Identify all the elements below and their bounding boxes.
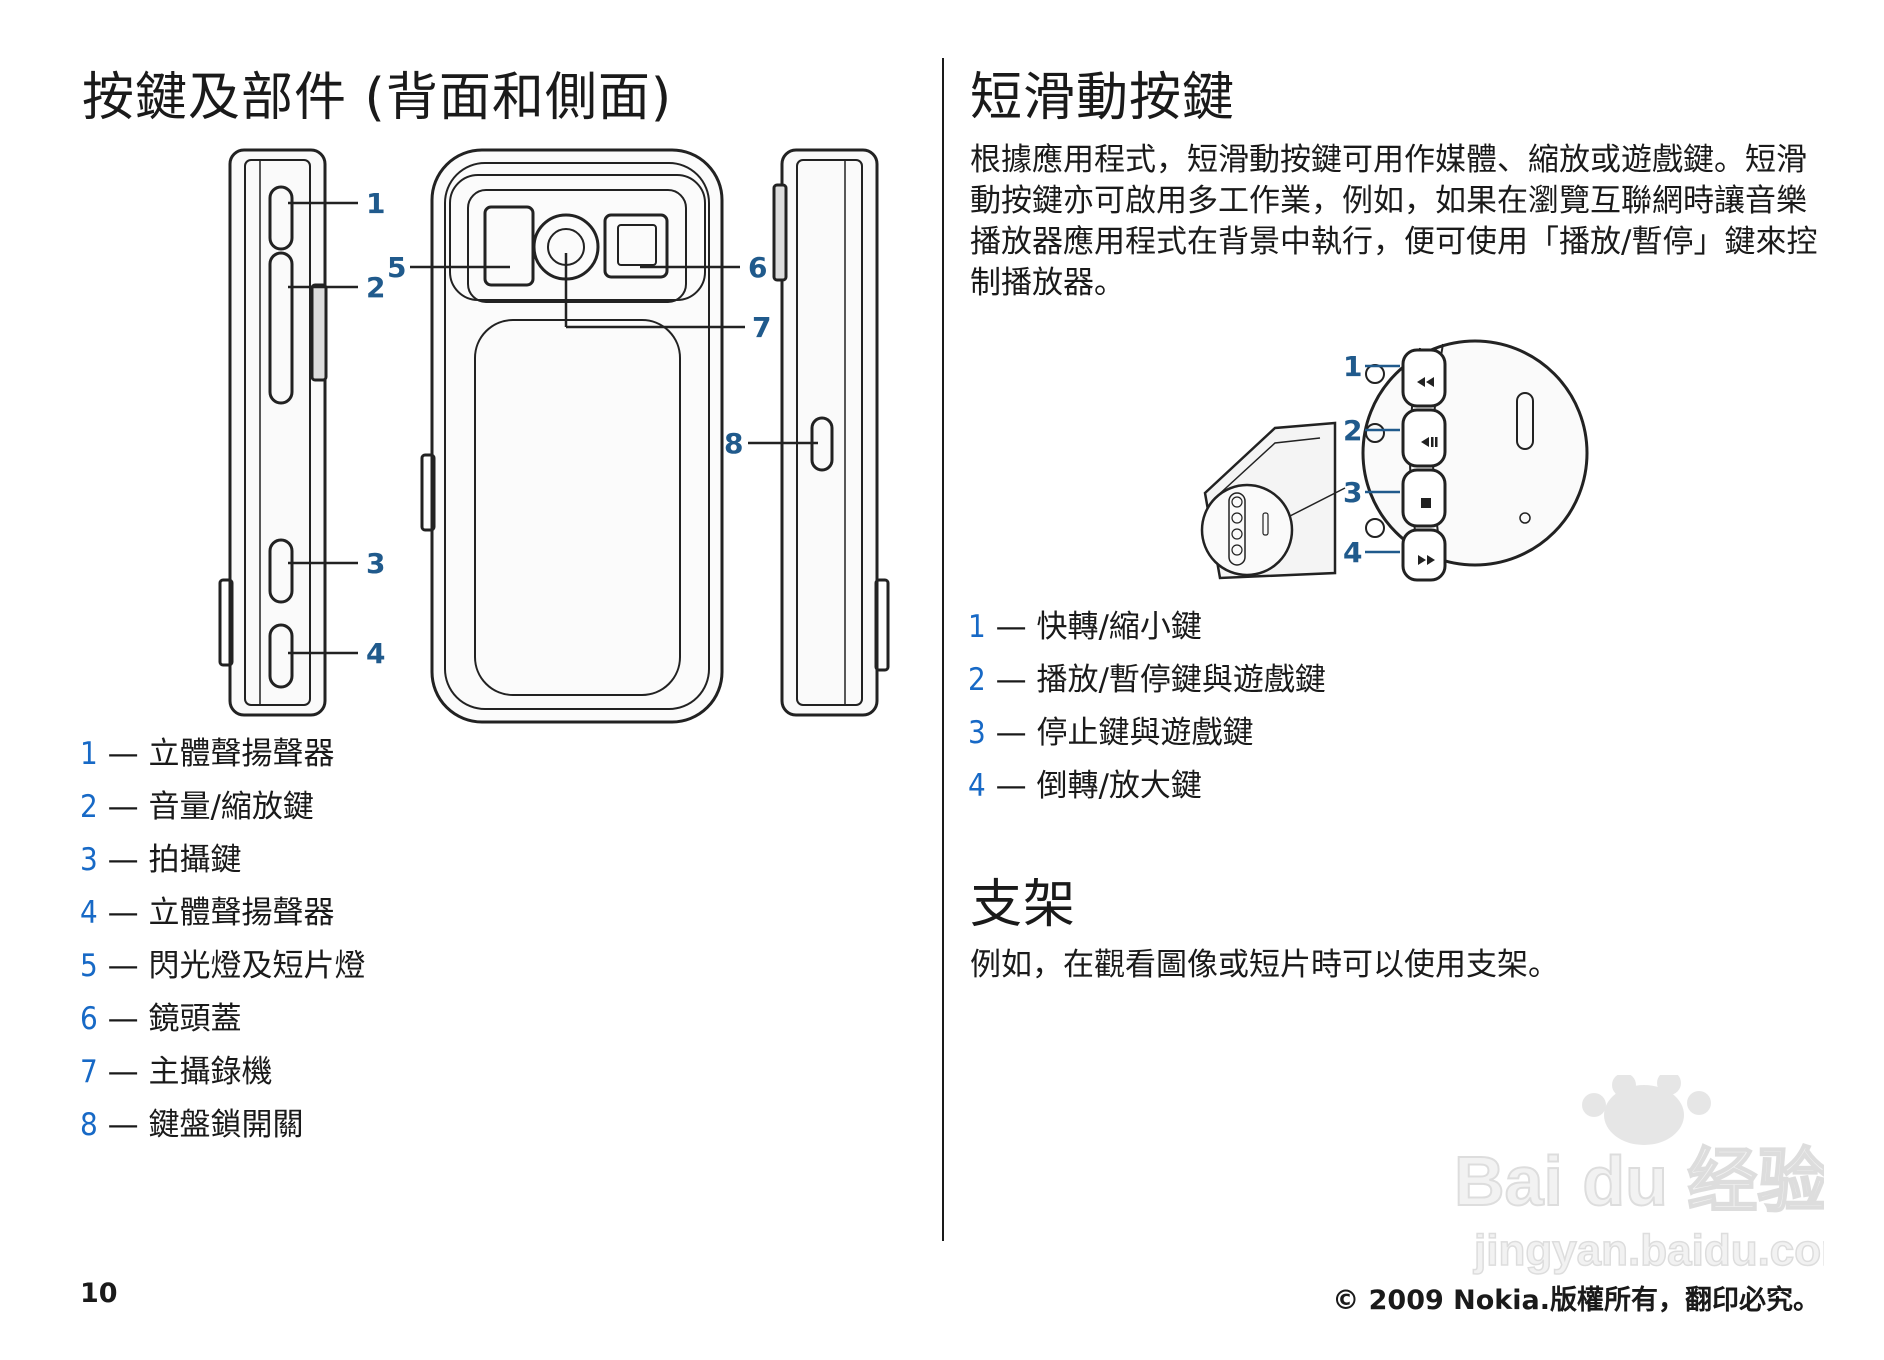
phone-back-view xyxy=(420,148,724,724)
legend-item: 8 — 鍵盤鎖開關 xyxy=(80,1107,304,1143)
stand-paragraph: 例如，在觀看圖像或短片時可以使用支架。 xyxy=(970,947,1559,983)
watermark-url: jingyan.baidu.com xyxy=(1473,1226,1824,1275)
baidu-jingyan-watermark: Bai du 经验 jingyan.baidu.com xyxy=(1453,1075,1824,1275)
slide-keys-paragraph: 根據應用程式，短滑動按鍵可用作媒體、縮放或遊戲鍵。短滑動按鍵亦可啟用多工作業，例… xyxy=(970,142,1818,301)
section-title-slide-keys: 短滑動按鍵 xyxy=(970,68,1236,128)
callout-3: 3 xyxy=(366,547,385,580)
legend-item: 4 — 立體聲揚聲器 xyxy=(80,895,335,931)
page-number: 10 xyxy=(80,1278,118,1309)
slide-callout-4: 4 xyxy=(1343,536,1362,569)
callout-4: 4 xyxy=(366,637,385,670)
legend-item: 7 — 主攝錄機 xyxy=(80,1054,273,1090)
parts-legend: 1 — 立體聲揚聲器 2 — 音量/縮放鍵 3 — 拍攝鍵 4 — 立體聲揚聲器… xyxy=(80,728,365,1152)
column-divider xyxy=(942,58,944,1241)
legend-item: 2 — 播放/暫停鍵與遊戲鍵 xyxy=(968,662,1326,698)
slide-callout-2: 2 xyxy=(1343,414,1362,447)
legend-item: 6 — 鏡頭蓋 xyxy=(80,1001,242,1037)
callout-1: 1 xyxy=(366,187,385,220)
legend-item: 1 — 立體聲揚聲器 xyxy=(80,736,335,772)
slide-callout-1: 1 xyxy=(1343,350,1362,383)
legend-item: 3 — 停止鍵與遊戲鍵 xyxy=(968,715,1254,751)
callout-8: 8 xyxy=(724,427,743,460)
slide-keys-illustration: 1 2 3 4 xyxy=(1200,339,1589,582)
legend-item: 4 — 倒轉/放大鍵 xyxy=(968,768,1202,804)
callout-7: 7 xyxy=(752,311,771,344)
section-title-stand: 支架 xyxy=(970,875,1077,935)
legend-item: 1 — 快轉/縮小鍵 xyxy=(968,609,1202,645)
callout-6: 6 xyxy=(748,251,767,284)
legend-item: 2 — 音量/縮放鍵 xyxy=(80,789,314,825)
callout-2: 2 xyxy=(366,271,385,304)
page-title-keys-parts: 按鍵及部件 (背面和側面) xyxy=(82,68,673,128)
legend-item: 3 — 拍攝鍵 xyxy=(80,842,242,878)
copyright-notice: © 2009 Nokia.版權所有，翻印必究。 xyxy=(1332,1285,1820,1316)
callout-5: 5 xyxy=(387,251,406,284)
watermark-brand: Bai du 经验 xyxy=(1454,1142,1824,1220)
slide-keys-legend: 1 — 快轉/縮小鍵 2 — 播放/暫停鍵與遊戲鍵 3 — 停止鍵與遊戲鍵 4 … xyxy=(968,601,1326,813)
legend-item: 5 — 閃光燈及短片燈 xyxy=(80,948,366,984)
phone-right-side-view xyxy=(772,148,890,717)
phone-parts-illustration: 1 2 3 4 5 6 7 8 xyxy=(218,148,890,724)
phone-left-side-view xyxy=(218,148,328,717)
slide-callout-3: 3 xyxy=(1343,476,1362,509)
